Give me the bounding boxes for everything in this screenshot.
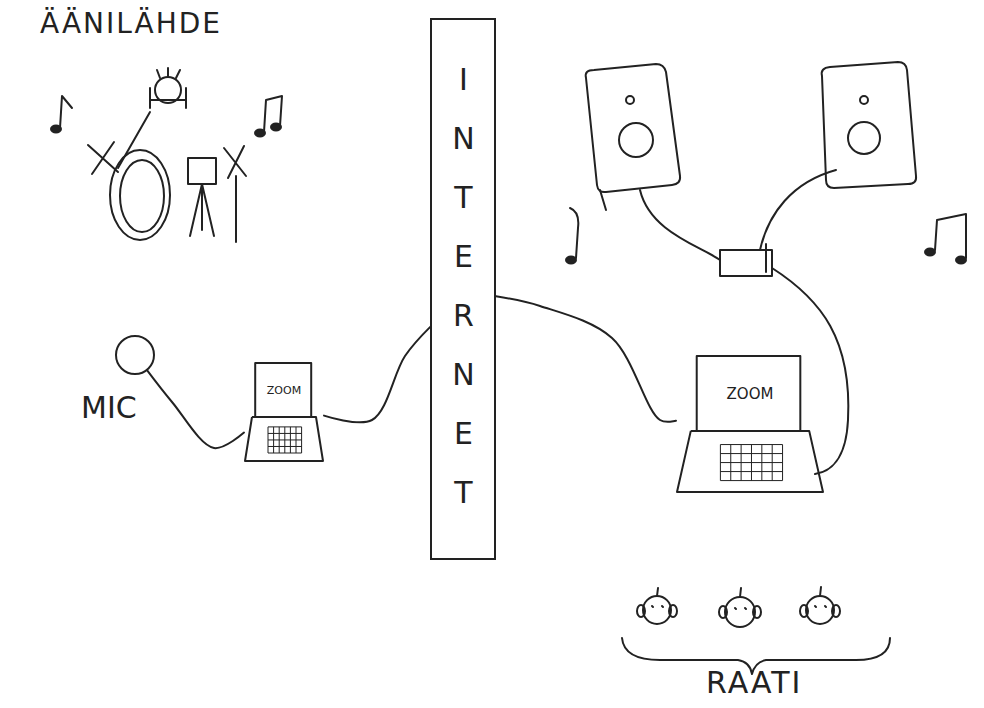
laptop-drawing [245,363,323,461]
speaker-wire [640,190,720,260]
keyboard-grid [268,427,302,453]
music-note [570,208,578,258]
listener-head [800,587,840,624]
speaker-woofer [619,123,653,157]
cable-line [324,327,430,422]
microphone: MIC [115,335,155,375]
laptop-outline [676,355,824,493]
bass-drum [110,150,170,240]
speaker-wiring [640,170,848,474]
music-notes [51,96,966,264]
speaker-tweeter [860,96,868,104]
listener-details [735,588,746,609]
internet-band: INTERNET [430,18,496,560]
music-stand [188,158,216,184]
laptop-screen [697,356,801,431]
node-text: MIC [81,393,137,423]
keyboard-grid [720,445,782,481]
drummer-arms [150,88,186,108]
listener-ear [753,606,761,618]
laptop: ZOOM [244,362,324,462]
listener-ear [637,605,645,617]
music-note-head [255,130,265,137]
audio-wire [772,268,848,474]
laptop-keyboard [245,417,323,461]
laptop-keyboard [677,431,823,492]
speaker-box [586,64,680,192]
splitter-tick [765,244,767,272]
speaker-wire [760,170,836,250]
drummer-figure [88,68,246,242]
microphone-outline [115,335,155,375]
source-label: ÄÄNILÄHDE [40,10,222,38]
microphone-drawing [116,336,154,374]
cable-line [147,371,244,448]
listener-head [637,588,677,624]
listener-details [815,587,826,607]
listener-face [725,597,755,627]
speaker-foot [600,190,606,210]
bass-drum-inner [120,160,164,232]
stand-legs [190,184,214,236]
speaker-woofer [848,122,880,154]
laptop-screen [255,363,311,417]
speaker-tweeter [626,96,634,104]
splitter-box [720,250,772,276]
listener-ear [669,605,677,617]
hihat-cross [224,146,246,242]
drummer-hair [157,68,180,78]
cymbal-cross [88,142,118,174]
audience-label: RAATI [706,668,802,698]
listener-ear [719,606,727,618]
listener-head [719,588,761,627]
speakers [586,62,916,210]
listener-ear [800,605,808,617]
mic-circle [116,336,154,374]
listener-face [806,596,834,624]
audience [622,587,890,674]
music-note-head [566,257,576,264]
music-note-head [271,124,281,131]
music-note-head [51,126,61,133]
node-text: ZOOM [267,385,301,396]
music-note [60,96,72,128]
node-text: ZOOM [727,386,774,401]
music-note [935,214,966,258]
music-note [264,96,282,132]
listener-details [652,588,663,607]
listener-face [643,596,671,624]
cable-line [496,296,676,421]
music-note-head [925,249,935,256]
music-note-head [956,257,966,264]
node-text: INTERNET [448,62,478,534]
laptop: ZOOM [676,355,824,493]
listener-ear [832,605,840,617]
laptop-outline [244,362,324,462]
laptop-drawing [677,356,823,492]
